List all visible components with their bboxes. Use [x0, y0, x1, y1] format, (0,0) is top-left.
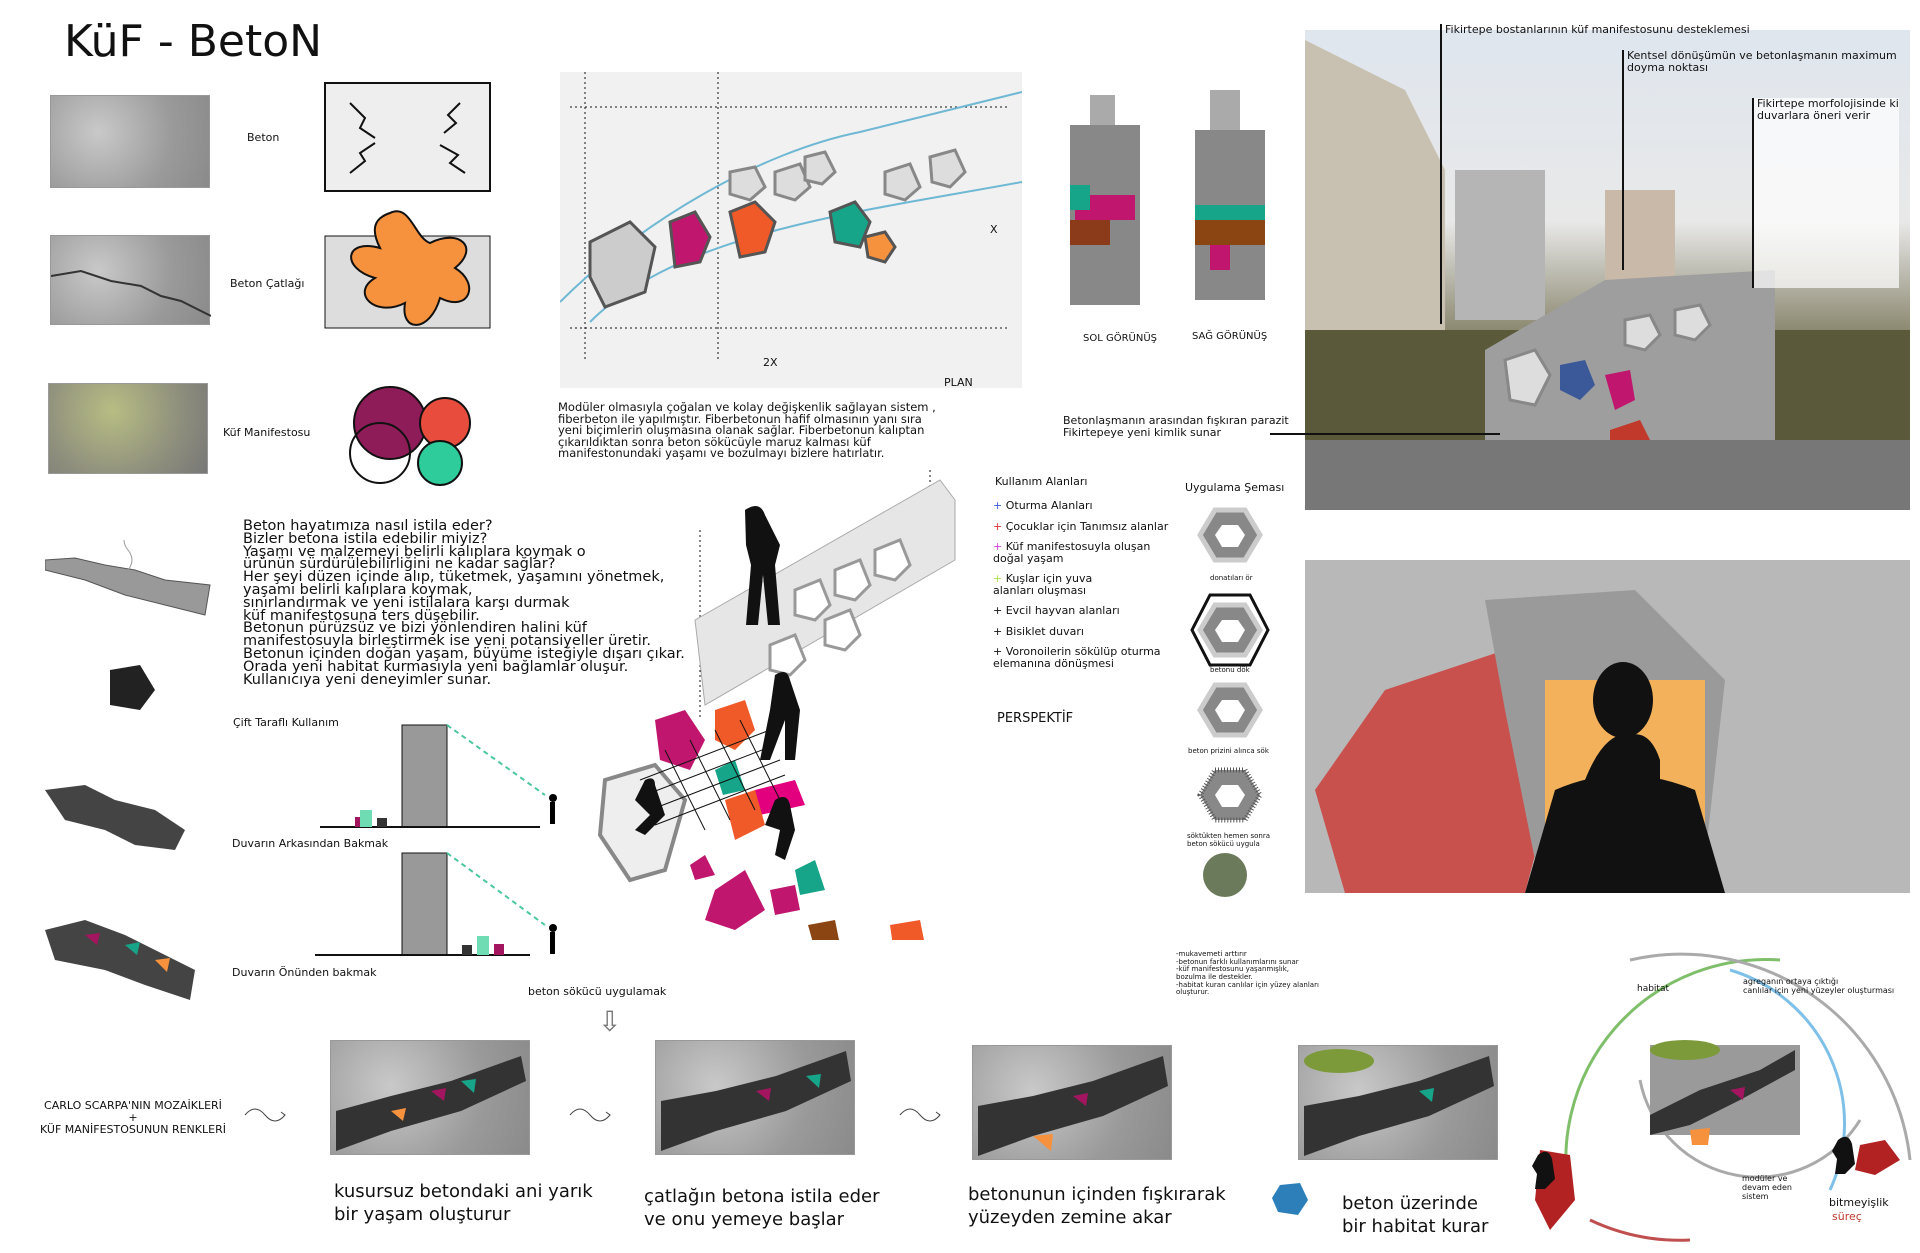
squiggle-arrows — [244, 1108, 941, 1122]
poster-title: KüF - BetoN — [64, 16, 323, 67]
cracked-concrete-image — [50, 235, 212, 325]
plus-icon: + — [993, 540, 1003, 554]
concrete-image — [50, 95, 210, 188]
mosaic-note: CARLO SCARPA'NIN MOZAİKLERİ + KÜF MANİFE… — [40, 1099, 226, 1137]
usage-item: + Küf manifestosuyla oluşan doğal yaşam — [993, 541, 1183, 564]
mold-concrete-image — [48, 383, 208, 474]
parasite-leader-line — [1270, 433, 1500, 435]
left-elevation-label: SOL GÖRÜNÜŞ — [1083, 333, 1158, 344]
plus-icon: + — [993, 645, 1003, 659]
plus-icon: + — [993, 624, 1003, 638]
usage-item-text: Bisiklet duvarı — [1005, 624, 1084, 638]
caption-1: kusursuz betondaki ani yarık bir yaşam o… — [334, 1181, 593, 1226]
perspective-label: PERSPEKTİF — [997, 711, 1074, 726]
caption-4: beton üzerinde bir habitat kurar — [1342, 1193, 1489, 1238]
remover-label: beton sökücü uygulamak — [528, 985, 667, 998]
down-arrow-icon: ⇩ — [598, 1005, 622, 1038]
usage-item: + Bisiklet duvarı — [993, 626, 1183, 638]
stage-2-image — [655, 1040, 855, 1155]
scheme-step-2: betonu dök — [1210, 666, 1250, 674]
label-beton-catlagi: Beton Çatlağı — [230, 277, 305, 290]
usage-list: + Oturma Alanları + Çocuklar için Tanıms… — [993, 500, 1183, 678]
label-beton: Beton — [247, 131, 280, 144]
section-diagrams — [315, 724, 557, 956]
usage-item: + Evcil hayvan alanları — [993, 605, 1183, 617]
perspective-drawing — [597, 470, 956, 940]
annotation-bostan: Fikirtepe bostanlarının küf manifestosun… — [1440, 23, 1750, 324]
usage-title: Kullanım Alanları — [995, 475, 1088, 488]
usage-item: + Çocuklar için Tanımsız alanlar — [993, 519, 1183, 533]
cycle-aggregate-label: agreganın ortaya çıktığı canlılar için y… — [1743, 977, 1895, 995]
caption-2: çatlağın betona istila eder ve onu yemey… — [644, 1186, 880, 1231]
elevation-drawings — [1070, 90, 1265, 305]
usage-item-text: Küf manifestosuyla oluşan doğal yaşam — [993, 540, 1151, 565]
manifesto-questions-text: Beton hayatımıza nasıl istila eder? Bizl… — [243, 518, 685, 688]
site-photo — [1305, 30, 1910, 510]
usage-item-text: Evcil hayvan alanları — [1005, 604, 1120, 618]
cycle-diagram — [1532, 952, 1912, 1242]
stage-3-image — [972, 1045, 1172, 1160]
cycle-endless-label: bitmeyişlik — [1829, 1196, 1889, 1209]
plan-drawing: 2X X PLAN — [559, 72, 1023, 389]
concept-diagrams — [324, 82, 491, 486]
parasite-note: Betonlaşmanın arasından fışkıran parazit… — [1063, 414, 1289, 440]
usage-item-text: Çocuklar için Tanımsız alanlar — [1005, 519, 1169, 533]
label-kuf-manifestosu: Küf Manifestosu — [223, 426, 311, 439]
plus-icon: + — [993, 604, 1003, 618]
scheme-step-4: söktükten hemen sonra beton sökücü uygul… — [1187, 832, 1270, 848]
stage-1-image — [330, 1040, 530, 1155]
stage-4-image — [1298, 1045, 1498, 1160]
usage-item-text: Voronoilerin sökülüp oturma elemanına dö… — [993, 645, 1161, 670]
plus-icon: + — [993, 572, 1003, 586]
plan-x-label: X — [990, 223, 998, 236]
section-front-label: Duvarın Önünden bakmak — [232, 966, 377, 979]
usage-item-text: Kuşlar için yuva alanları oluşması — [993, 572, 1093, 597]
cycle-process-label: süreç — [1832, 1210, 1862, 1223]
scheme-title: Uygulama Şeması — [1185, 481, 1285, 494]
scheme-step-1: donatıları ör — [1210, 574, 1253, 582]
plan-label: PLAN — [944, 376, 973, 389]
plus-icon: + — [993, 519, 1003, 533]
scheme-hexagons — [1190, 507, 1270, 897]
usage-item: + Kuşlar için yuva alanları oluşması — [993, 573, 1183, 596]
usage-item-text: Oturma Alanları — [1005, 499, 1093, 512]
interior-render — [1305, 560, 1910, 893]
sections-title: Çift Taraflı Kullanım — [233, 716, 339, 729]
right-elevation-label: SAĞ GÖRÜNÜŞ — [1192, 331, 1268, 342]
caption-3: betonunun içinden fışkırarak yüzeyden ze… — [968, 1184, 1226, 1229]
plan-description: Modüler olmasıyla çoğalan ve kolay değiş… — [558, 400, 936, 460]
scheme-notes: -mukavemeti arttırır -betonun farklı kul… — [1176, 950, 1319, 997]
cycle-habitat-label: habitat — [1637, 984, 1670, 994]
blue-seat-icon — [1272, 1183, 1308, 1215]
plan-2x-label: 2X — [763, 356, 778, 369]
plus-icon: + — [993, 499, 1003, 512]
annotation-kentsel: Kentsel dönüşümün ve betonlaşmanın maxim… — [1622, 49, 1897, 270]
concrete-to-mosaic-sequence — [45, 540, 211, 1000]
scheme-step-3: beton prizini alınca sök — [1188, 747, 1269, 755]
section-back-label: Duvarın Arkasından Bakmak — [232, 837, 389, 850]
usage-item: + Oturma Alanları — [993, 500, 1183, 512]
cycle-modular-label: modüler ve devam eden sistem — [1742, 1174, 1792, 1201]
usage-item: + Voronoilerin sökülüp oturma elemanına … — [993, 646, 1183, 669]
annotation-morfoloji: Fikirtepe morfolojisinde ki duvarlara ön… — [1752, 97, 1899, 288]
